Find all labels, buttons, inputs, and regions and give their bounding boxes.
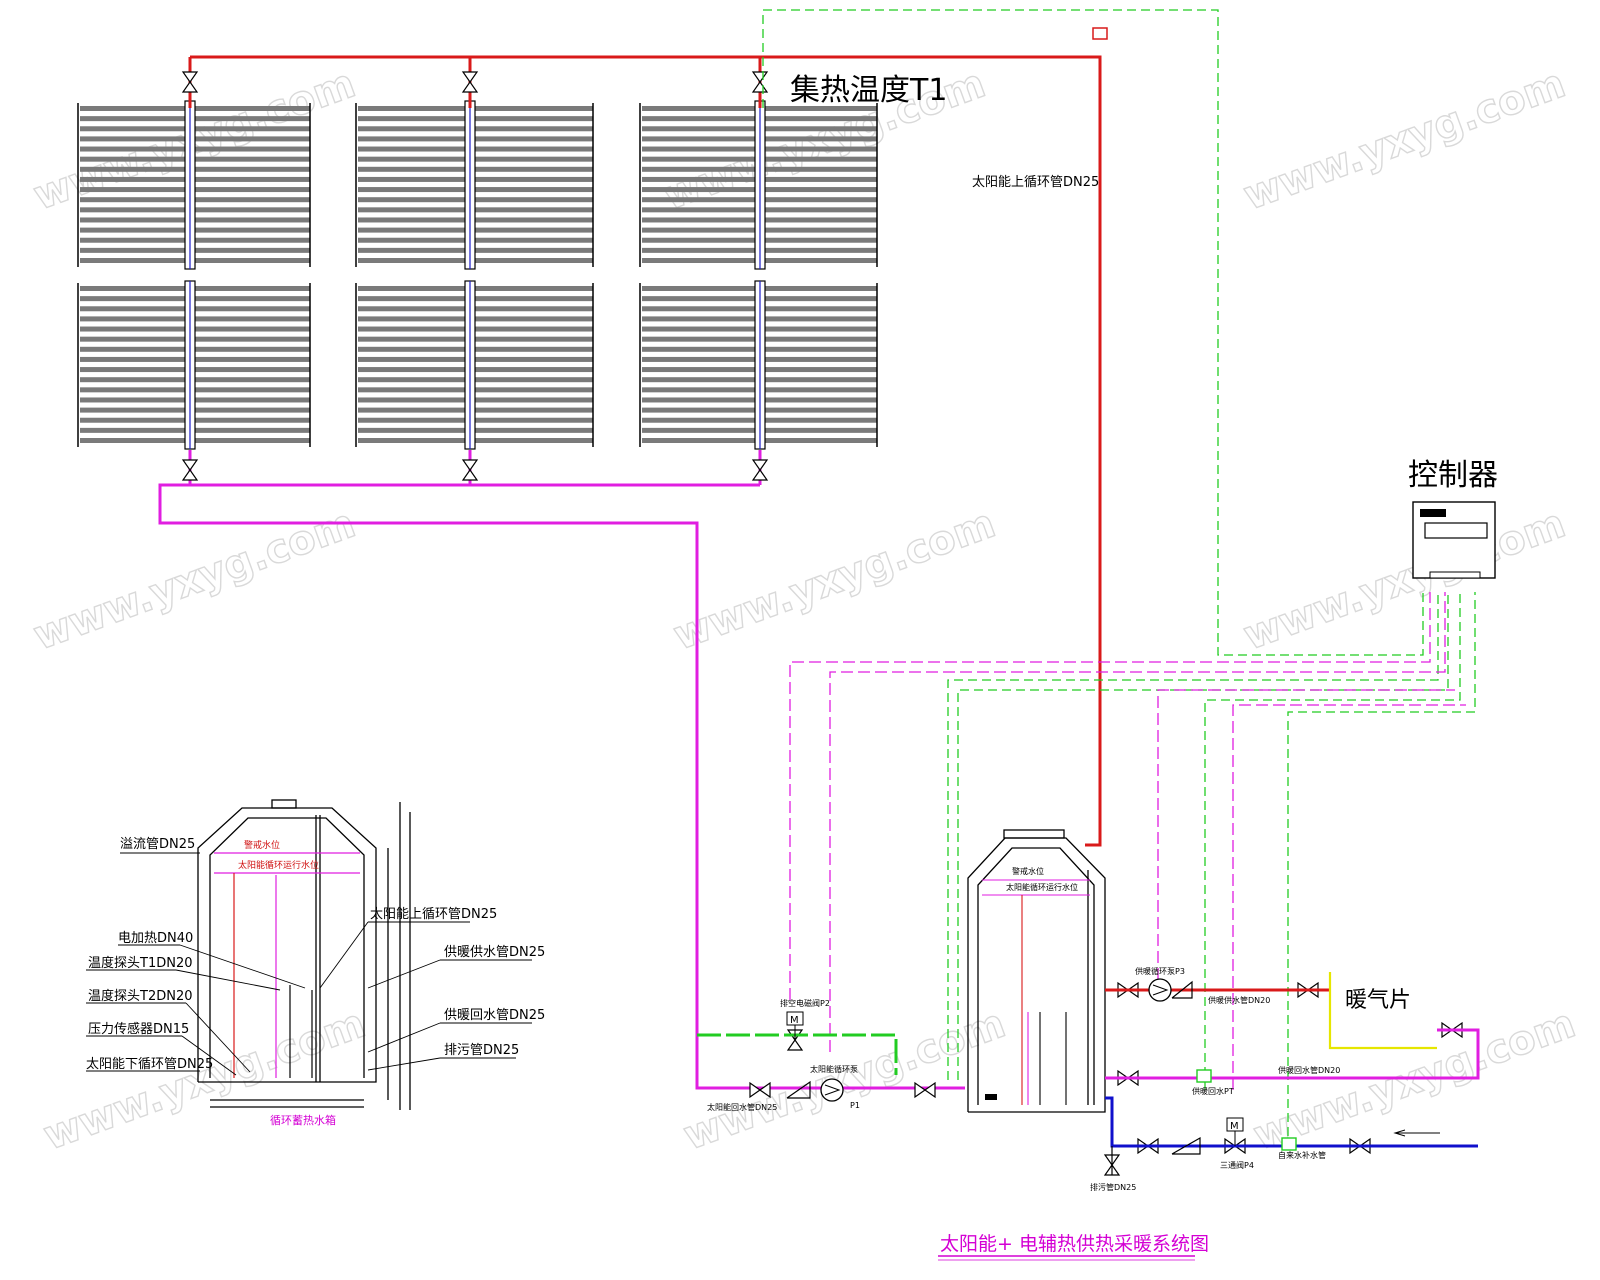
valve — [181, 459, 199, 481]
heating-circulation-pump — [1148, 978, 1172, 1002]
watermark: www.yxyg.com — [678, 1001, 1011, 1160]
tank-detail-solar-level: 太阳能循环运行水位 — [238, 859, 319, 871]
main-tank-alarm-level: 警戒水位 — [1012, 866, 1044, 876]
valve — [181, 71, 199, 93]
valve — [751, 459, 769, 481]
collector-panel — [639, 100, 878, 270]
heating-return-pipe — [1105, 1028, 1480, 1080]
return-probe-label: 供暖回水PT — [1192, 1086, 1234, 1096]
watermark: www.yxyg.com — [1238, 61, 1571, 220]
radiator — [1328, 972, 1437, 1050]
make-up-water-label: 自来水补水管 — [1278, 1150, 1326, 1160]
radiator-label: 暖气片 — [1345, 988, 1411, 1013]
diagram-title: 太阳能+ 电辅热供热采暖系统图 — [940, 1233, 1209, 1255]
leader-lines — [86, 852, 532, 1076]
motor-valve-letter: M — [790, 1015, 799, 1026]
valve — [749, 1081, 771, 1099]
control-lines — [789, 592, 1466, 1090]
collector-panel — [355, 100, 594, 270]
collector-panel — [77, 100, 311, 270]
solar-circulation-pump — [820, 1078, 844, 1102]
controller-label: 控制器 — [1408, 458, 1498, 493]
tank-detail-alarm-level: 警戒水位 — [244, 839, 280, 851]
collector-panel — [639, 280, 878, 450]
main-tank-solar-level: 太阳能循环运行水位 — [1006, 882, 1078, 892]
motor-valve-three-way: M — [1226, 1117, 1244, 1146]
heating-return-label: 供暖回水管DN25 — [444, 1008, 545, 1023]
bypass-green-line — [697, 1033, 898, 1075]
solar-upper-pipe-label: 太阳能上循环管DN25 — [972, 175, 1099, 190]
pressure-sensor-label: 压力传感器DN15 — [88, 1021, 189, 1037]
watermark: www.yxyg.com — [668, 501, 1001, 660]
return-temp-probe — [1196, 1069, 1212, 1083]
three-way-valve-label: 三通阀P4 — [1220, 1160, 1254, 1170]
solar-lower-pipe-label: 太阳能下循环管DN25 — [86, 1057, 213, 1072]
solar-pump-label: 太阳能循环泵 — [810, 1064, 858, 1074]
valve — [461, 459, 479, 481]
valve — [751, 71, 769, 93]
solar-return-pipe-label: 太阳能回水管DN25 — [707, 1102, 777, 1112]
collector-panel — [77, 280, 311, 450]
main-storage-tank — [967, 829, 1106, 1113]
collector-panel — [355, 280, 594, 450]
tank-detail-name: 循环蓄热水箱 — [270, 1113, 336, 1127]
hot-supply-pipe — [188, 55, 1102, 847]
air-vent — [1092, 27, 1108, 40]
drain-pipe-label: 排污管DN25 — [1090, 1182, 1136, 1192]
check-valve — [786, 980, 1201, 1155]
heating-supply-label: 供暖供水管DN25 — [444, 945, 545, 960]
make-up-probe — [1281, 1137, 1297, 1151]
valve — [461, 71, 479, 93]
temp-probe-t2-label: 温度探头T2DN20 — [88, 988, 193, 1004]
controller — [1412, 501, 1496, 579]
heating-return-pipe-label: 供暖回水管DN20 — [1278, 1065, 1340, 1075]
collector-temp-label: 集热温度T1 — [790, 73, 947, 108]
pump-p1-label: P1 — [850, 1101, 860, 1110]
tank-detail — [197, 799, 411, 1110]
main-tank-internal — [982, 879, 1090, 1105]
solar-collector-array — [77, 100, 878, 450]
overflow-label: 溢流管DN25 — [120, 837, 195, 852]
motor-valve-bypass: M — [786, 1011, 804, 1040]
drain-label: 排污管DN25 — [444, 1043, 519, 1058]
heating-pump-label: 供暖循环泵P3 — [1135, 966, 1185, 976]
temp-probe-t1-label: 温度探头T1DN20 — [88, 955, 193, 971]
watermark: www.yxyg.com — [1248, 1001, 1581, 1160]
electric-heater-label: 电加热DN40 — [118, 931, 193, 946]
valve — [914, 1081, 936, 1099]
flow-arrow-head — [1393, 1129, 1406, 1137]
tank-detail-internal — [214, 852, 360, 1078]
bypass-valve-label: 排空电磁阀P2 — [780, 998, 830, 1008]
motor-valve-letter: M — [1230, 1121, 1239, 1132]
watermark: www.yxyg.com — [1238, 501, 1571, 660]
tank-solar-upper-label: 太阳能上循环管DN25 — [370, 907, 497, 922]
heating-supply-pipe-label: 供暖供水管DN20 — [1208, 995, 1270, 1005]
